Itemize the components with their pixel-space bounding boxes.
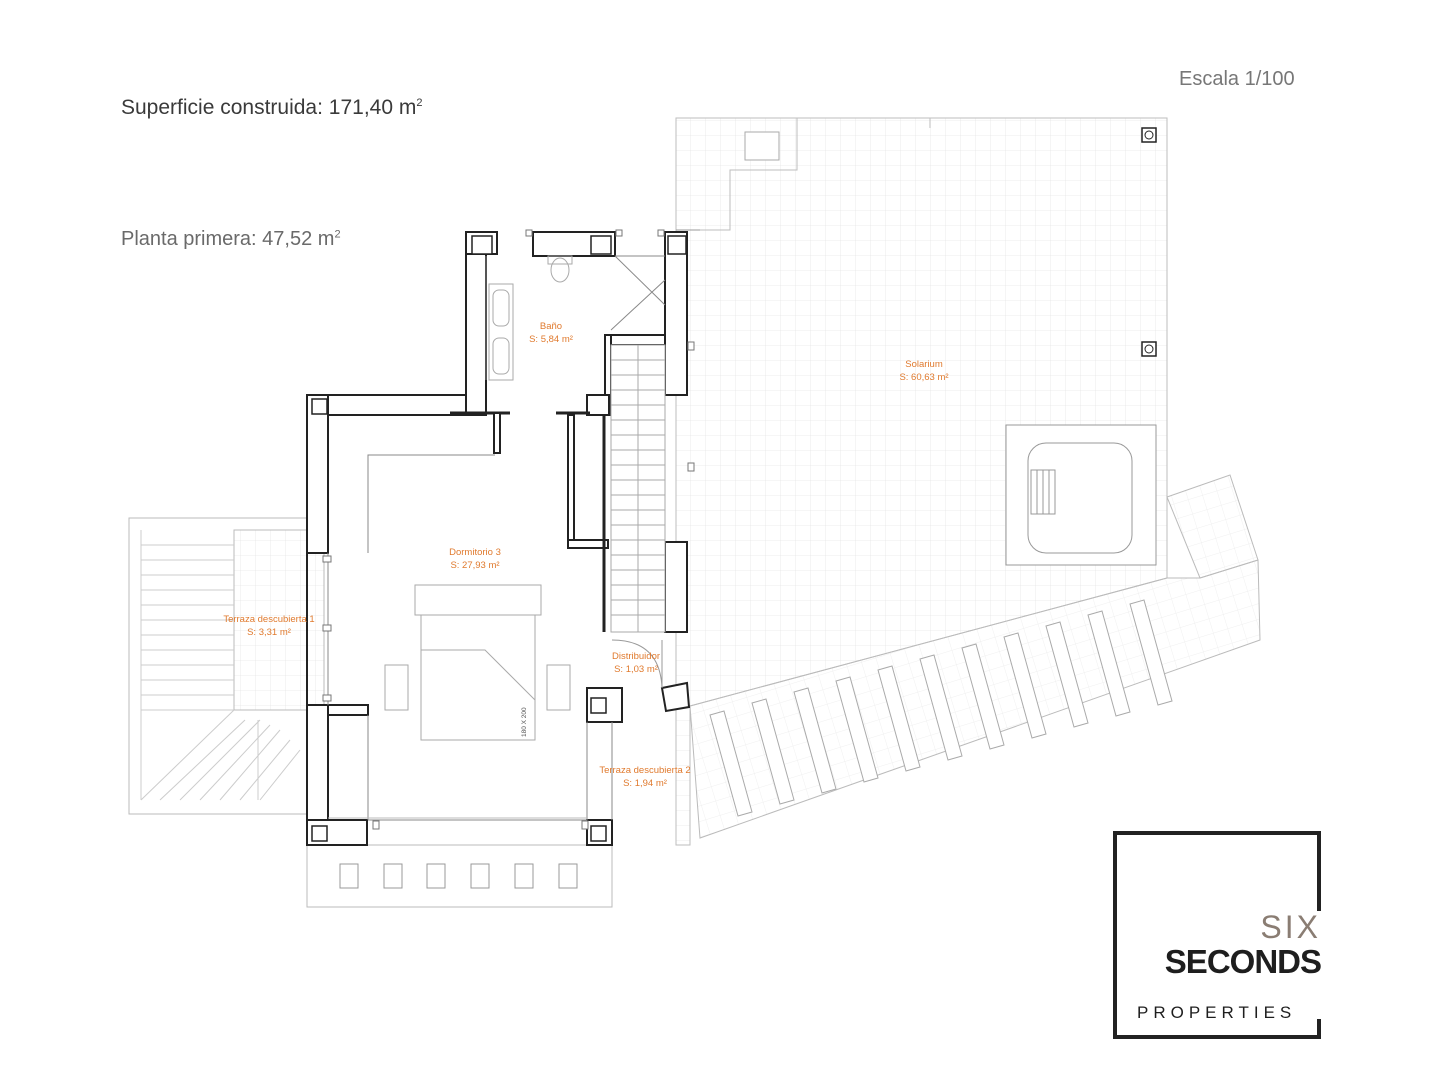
room-name-solarium: Solarium: [905, 359, 943, 370]
logo-line-seconds: SECONDS: [1164, 943, 1322, 980]
pillars: [311, 235, 687, 842]
floor-superscript: 2: [334, 228, 341, 241]
interior-lines: [327, 255, 666, 821]
distribuidor-door: [611, 639, 663, 689]
logo-line-properties: PROPERTIES: [1137, 1003, 1297, 1022]
pergola-band: [689, 474, 1261, 839]
surface-superscript: 2: [416, 97, 423, 109]
jacuzzi: [1005, 424, 1157, 566]
room-area-solarium: S: 60,63 m²: [899, 372, 948, 383]
room-name-bano: Baño: [540, 321, 562, 332]
solarium-columns: [1141, 127, 1157, 357]
scale-label: Escala 1/100: [1179, 68, 1295, 90]
room-name-terraza1: Terraza descubierta 1: [223, 614, 314, 625]
front-strip: [306, 844, 613, 908]
built-surface-label: Superficie construida: 171,40 m2: [121, 96, 423, 119]
bed-dimension: 180 X 200: [521, 707, 528, 737]
room-area-terraza2: S: 1,94 m²: [623, 778, 667, 789]
room-area-distribuidor: S: 1,03 m²: [614, 664, 658, 675]
left-stair-area: [128, 517, 325, 815]
room-labels: Baño S: 5,84 m² Solarium S: 60,63 m² Dor…: [223, 321, 948, 789]
floor-area-label: Planta primera: 47,52 m2: [121, 228, 341, 250]
room-area-dormitorio: S: 27,93 m²: [450, 560, 499, 571]
window-marks: [322, 229, 695, 830]
bathroom-fixtures: [488, 255, 573, 381]
room-area-terraza1: S: 3,31 m²: [247, 627, 291, 638]
bed: [384, 584, 571, 741]
room-name-dormitorio: Dormitorio 3: [449, 547, 501, 558]
staircase: [610, 344, 666, 633]
solarium-area: [675, 117, 1168, 846]
six-seconds-logo: SIX SECONDS PROPERTIES: [1113, 831, 1322, 1039]
room-name-distribuidor: Distribuidor: [612, 651, 660, 662]
room-area-bano: S: 5,84 m²: [529, 334, 573, 345]
logo-frame: [1113, 831, 1321, 1039]
room-name-terraza2: Terraza descubierta 2: [599, 765, 690, 776]
logo-line-six: SIX: [1260, 909, 1321, 945]
